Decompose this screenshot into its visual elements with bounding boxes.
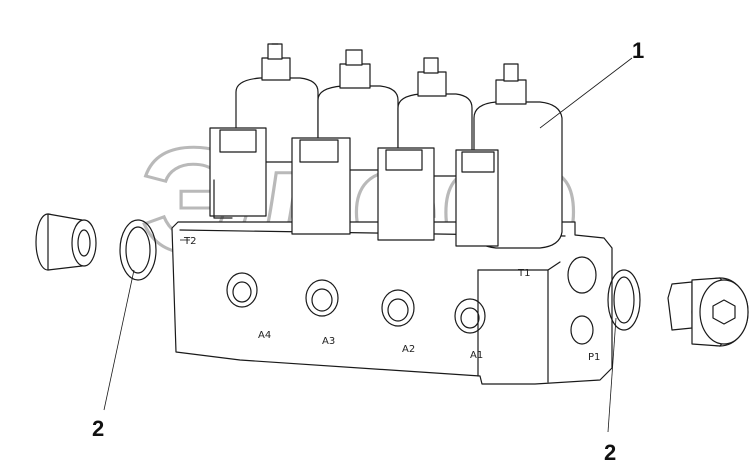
port-label-p1: P1 bbox=[588, 352, 600, 363]
callout-2-left: 2 bbox=[92, 416, 104, 441]
seal-ring-left bbox=[119, 219, 157, 281]
port-label-a1: A1 bbox=[470, 350, 483, 361]
port-label-a2: A2 bbox=[402, 344, 415, 355]
plug-right bbox=[667, 277, 749, 347]
port-label-t2: T2 bbox=[183, 236, 196, 247]
solenoid-valve-4 bbox=[455, 63, 563, 249]
port-label-t1: T1 bbox=[517, 268, 530, 279]
port-label-a3: A3 bbox=[322, 336, 335, 347]
plug-left bbox=[35, 213, 97, 271]
solenoid-valve-3 bbox=[377, 57, 473, 241]
leader-lines bbox=[103, 57, 633, 433]
port-label-a4: A4 bbox=[258, 330, 271, 341]
callout-2-right: 2 bbox=[604, 440, 616, 465]
seal-ring-right bbox=[607, 269, 641, 331]
callout-1: 1 bbox=[632, 38, 644, 63]
